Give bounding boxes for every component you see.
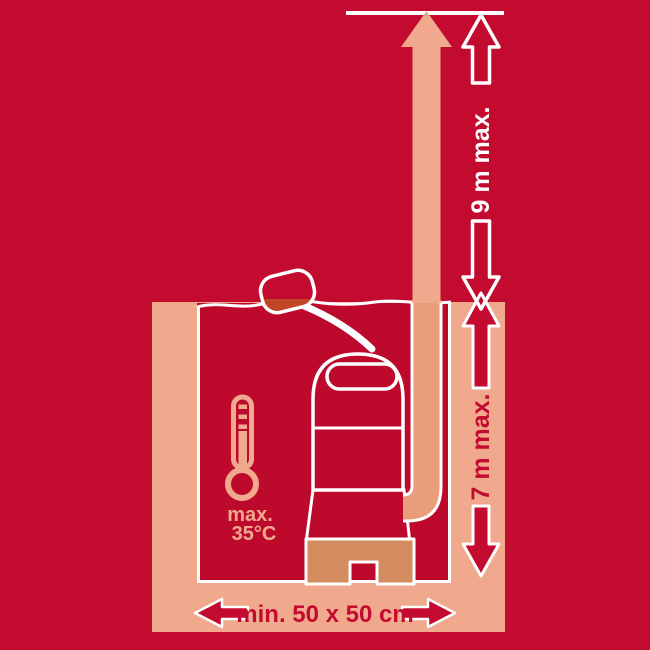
depth-arrow-7m: 7 m max. (461, 291, 501, 578)
pump-handle (325, 362, 399, 391)
discharge-pipe-outer-outline (403, 303, 443, 523)
float-cable (298, 301, 376, 353)
temperature-label-prefix: max. (227, 504, 273, 526)
thermometer-bulb (225, 467, 259, 501)
pit-size-dimension: min. 50 x 50 cm (193, 597, 457, 629)
width-arrow-right (400, 597, 457, 629)
flow-arrow (401, 11, 452, 303)
pit-size-label: min. 50 x 50 cm (236, 601, 413, 628)
flow-arrow-head (401, 11, 452, 47)
discharge-pipe (402, 300, 443, 523)
thermometer-tick (238, 404, 247, 409)
depth-arrow-7m-down (461, 504, 501, 578)
height-arrow-9m-down (461, 219, 501, 311)
thermometer-tick (238, 414, 247, 419)
float-switch-outline (258, 268, 317, 315)
width-arrow-left (193, 597, 250, 629)
height-label-9m: 9 m max. (467, 106, 495, 213)
waterline (196, 299, 452, 309)
pump-base-feet (304, 537, 416, 586)
height-arrow-9m: 9 m max. (461, 13, 501, 311)
depth-label-7m: 7 m max. (467, 393, 495, 500)
flow-arrow-shaft (412, 44, 441, 303)
pump-skirt (304, 488, 412, 541)
thermometer-mercury (238, 431, 247, 472)
thermometer-tick (238, 424, 247, 429)
depth-arrow-7m-up (461, 291, 501, 390)
temperature-label-value: 35°C (232, 523, 277, 545)
discharge-pipe-inner-outline (402, 303, 414, 497)
height-arrow-9m-up (461, 13, 501, 85)
pump (304, 352, 416, 586)
thermometer-icon (225, 394, 259, 501)
